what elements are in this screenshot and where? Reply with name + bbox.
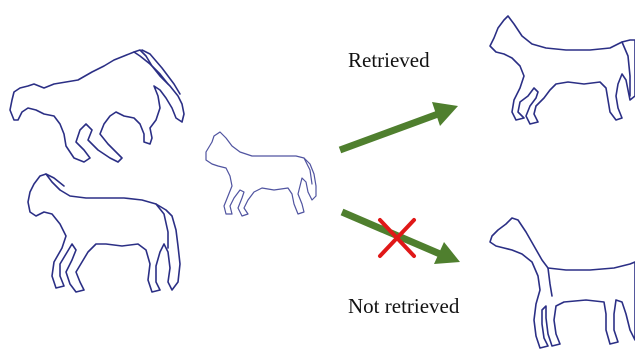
horse-sketch-walking (27, 173, 181, 293)
cross-icon (378, 218, 416, 258)
arrow-right-up-icon (338, 102, 458, 154)
horse-sketch-retrieved (489, 15, 635, 125)
horse-sketch-not-retrieved (489, 217, 635, 349)
not-retrieved-label: Not retrieved (348, 294, 460, 318)
retrieved-label: Retrieved (348, 48, 430, 72)
horse-sketch-query (205, 131, 317, 217)
horse-sketch-galloping (9, 49, 185, 163)
arrow-right-down-icon (340, 208, 460, 264)
